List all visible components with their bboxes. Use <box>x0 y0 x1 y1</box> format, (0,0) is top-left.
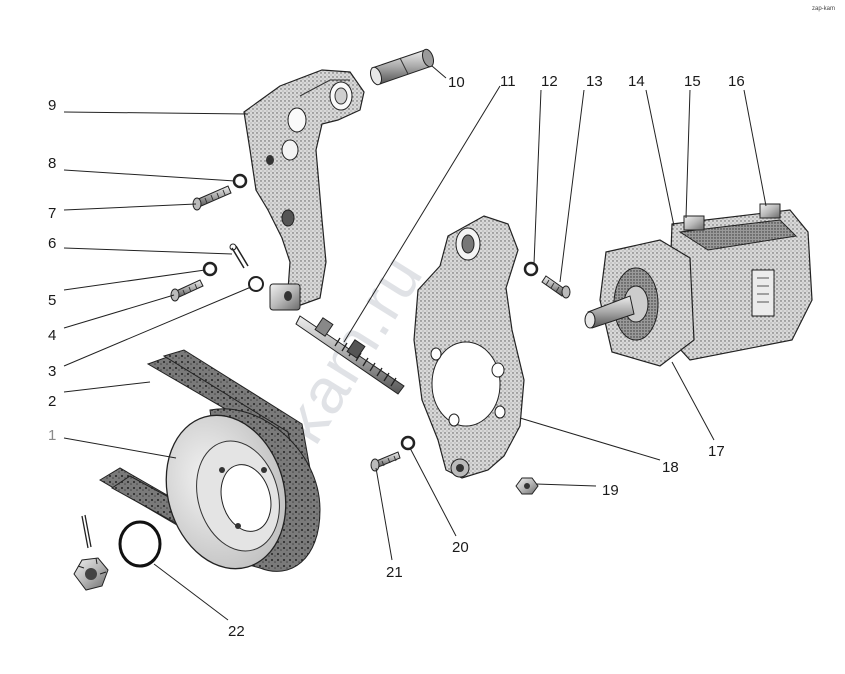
callout-2: 2 <box>48 393 56 410</box>
part-8-washer <box>232 173 248 189</box>
callout-16: 16 <box>728 73 745 90</box>
part-4-bolt <box>170 279 204 302</box>
callout-1: 1 <box>48 427 56 444</box>
callout-4: 4 <box>48 327 56 344</box>
callout-20: 20 <box>452 539 469 556</box>
part-1-pulley <box>165 408 321 572</box>
split-pin <box>81 514 92 549</box>
part-5-washer <box>202 261 218 277</box>
part-21-bolt <box>370 451 401 472</box>
part-12-washer <box>523 261 539 277</box>
part-11-adjusting-screw <box>295 315 405 395</box>
castle-nut <box>73 557 109 591</box>
callout-19: 19 <box>602 482 619 499</box>
part-9-bracket <box>243 69 365 311</box>
part-20-washer <box>400 435 416 451</box>
callout-14: 14 <box>628 73 645 90</box>
part-13-bolt <box>541 275 571 299</box>
leader-lines <box>63 65 767 621</box>
callout-6: 6 <box>48 235 56 252</box>
callout-3: 3 <box>48 363 56 380</box>
part-22-retaining-ring <box>118 520 162 568</box>
part-3-ring <box>248 276 264 292</box>
callout-13: 13 <box>586 73 603 90</box>
callout-15: 15 <box>684 73 701 90</box>
callout-labels: 9 8 7 6 5 4 3 2 1 10 11 12 13 14 15 16 1… <box>48 73 745 640</box>
part-19-nut <box>515 477 539 495</box>
callout-7: 7 <box>48 205 56 222</box>
part-18-mounting-bracket <box>413 215 525 479</box>
corner-mark: zap-kam <box>812 6 835 12</box>
part-10-pin <box>369 48 435 86</box>
callout-10: 10 <box>448 74 465 91</box>
callout-11: 11 <box>500 73 516 90</box>
callout-8: 8 <box>48 155 56 172</box>
callout-9: 9 <box>48 97 56 114</box>
callout-21: 21 <box>386 564 403 581</box>
part-6-cotter-pin <box>229 243 249 269</box>
callout-12: 12 <box>541 73 558 90</box>
callout-18: 18 <box>662 459 679 476</box>
callout-22: 22 <box>228 623 245 640</box>
part-7-bolt <box>192 185 232 211</box>
part-14-17-compressor-assembly <box>584 203 813 367</box>
callout-5: 5 <box>48 292 56 309</box>
callout-17: 17 <box>708 443 725 460</box>
